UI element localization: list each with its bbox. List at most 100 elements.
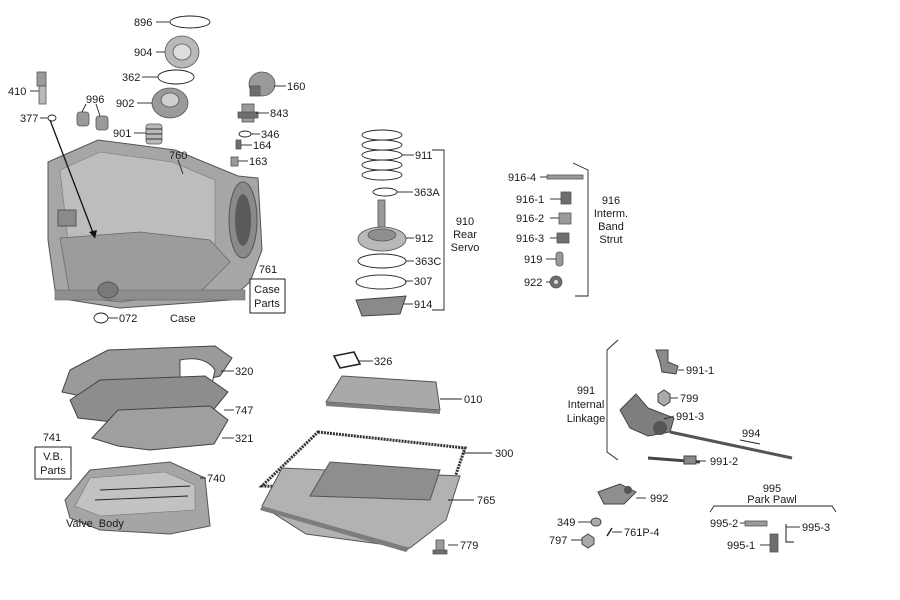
callout-799: 799 [680, 393, 698, 405]
callout-994: 994 [742, 428, 760, 440]
o-ring-363C [357, 253, 407, 269]
callout-164: 164 [253, 140, 271, 152]
seal-349 [590, 517, 602, 527]
nut-797 [581, 533, 595, 549]
actuator-rod-994 [669, 430, 793, 460]
gasket-321 [91, 405, 229, 451]
vb-parts-number: 741 [43, 432, 61, 444]
callout-843: 843 [270, 108, 288, 120]
callout-346: 346 [261, 129, 279, 141]
callout-363A: 363A [414, 187, 440, 199]
callout-349: 349 [557, 517, 575, 529]
callout-765: 765 [477, 495, 495, 507]
callout-307: 307 [414, 276, 432, 288]
callout-916-4: 916-4 [508, 172, 536, 184]
callout-911: 911 [415, 150, 433, 162]
band-strut-line2: Band [598, 221, 624, 233]
pin-916-4 [546, 174, 584, 180]
callout-163: 163 [249, 156, 267, 168]
callout-410: 410 [8, 86, 26, 98]
piston-902 [151, 87, 189, 119]
pawl-995-1 [769, 533, 779, 553]
anchor-916-2 [558, 212, 572, 225]
modulator-160 [248, 71, 276, 97]
callout-760: 760 [169, 150, 187, 162]
sensor-410 [36, 71, 47, 105]
case-caption: Case [170, 313, 196, 325]
callout-896: 896 [134, 17, 152, 29]
pin-164 [235, 139, 242, 150]
callout-996: 996 [86, 94, 104, 106]
valve-body-caption: Valve Body [66, 518, 124, 530]
callout-363C: 363C [415, 256, 441, 268]
vb-parts-box [34, 446, 72, 480]
callout-916-3: 916-3 [516, 233, 544, 245]
o-ring-346 [238, 130, 252, 138]
callout-995-2: 995-2 [710, 518, 738, 530]
rod-991-2 [647, 455, 701, 465]
cover-914 [355, 295, 407, 317]
callout-072: 072 [119, 313, 137, 325]
callout-320: 320 [235, 366, 253, 378]
gasket-307 [355, 274, 407, 290]
oil-pan-765 [260, 461, 461, 552]
callout-914: 914 [414, 299, 432, 311]
snap-ring-896 [169, 15, 211, 29]
vb-parts-line2: Parts [40, 465, 66, 477]
nut-799 [657, 389, 671, 407]
valve-body-740 [64, 461, 211, 535]
callout-747: 747 [235, 405, 253, 417]
callout-991-2: 991-2 [710, 456, 738, 468]
band-strut-number: 916 [602, 195, 620, 207]
case-parts-box [249, 278, 286, 314]
callout-377: 377 [20, 113, 38, 125]
pan-gasket-300 [258, 430, 468, 494]
transmission-case-760 [47, 119, 263, 309]
cover-plate-010 [325, 375, 441, 414]
callout-912: 912 [415, 233, 433, 245]
callout-779: 779 [460, 540, 478, 552]
callout-300: 300 [495, 448, 513, 460]
case-parts-line1: Case [254, 284, 280, 296]
case-parts-number: 761 [259, 264, 277, 276]
callout-321: 321 [235, 433, 253, 445]
band-strut-line1: Interm. [594, 208, 628, 220]
callout-326: 326 [374, 356, 392, 368]
internal-linkage-line2: Linkage [567, 413, 606, 425]
callout-995-1: 995-1 [727, 540, 755, 552]
internal-linkage-line1: Internal [568, 399, 605, 411]
bolt-163 [230, 156, 239, 167]
callout-797: 797 [549, 535, 567, 547]
pin-919 [555, 251, 564, 267]
bracket-843 [237, 103, 259, 123]
lever-991-1 [655, 349, 679, 375]
anchor-916-3 [556, 232, 570, 244]
callout-904: 904 [134, 47, 152, 59]
callout-991-3: 991-3 [676, 411, 704, 423]
callout-740: 740 [207, 473, 225, 485]
captions: Case Valve Body 761 Case Parts 741 V.B. … [34, 195, 797, 530]
shaft-995-2 [744, 520, 768, 527]
o-ring-377 [47, 114, 57, 122]
rear-servo-number: 910 [456, 216, 474, 228]
nut-922 [549, 275, 563, 289]
o-ring-362 [157, 69, 195, 85]
spring-995-3 [785, 524, 794, 543]
bolt-779 [432, 539, 448, 555]
callout-919: 919 [524, 254, 542, 266]
callout-922: 922 [524, 277, 542, 289]
callout-916-1: 916-1 [516, 194, 544, 206]
vb-parts-line1: V.B. [43, 451, 63, 463]
piston-912 [357, 199, 407, 252]
callout-761P-4: 761P-4 [624, 527, 659, 539]
callout-901: 901 [113, 128, 131, 140]
internal-linkage-number: 991 [577, 385, 595, 397]
spring-911 [361, 129, 403, 181]
callout-995-3: 995-3 [802, 522, 830, 534]
detent-lever-991-3 [619, 393, 675, 437]
servo-cover-904 [164, 35, 200, 69]
plugs-996 [76, 111, 109, 131]
callout-991-1: 991-1 [686, 365, 714, 377]
